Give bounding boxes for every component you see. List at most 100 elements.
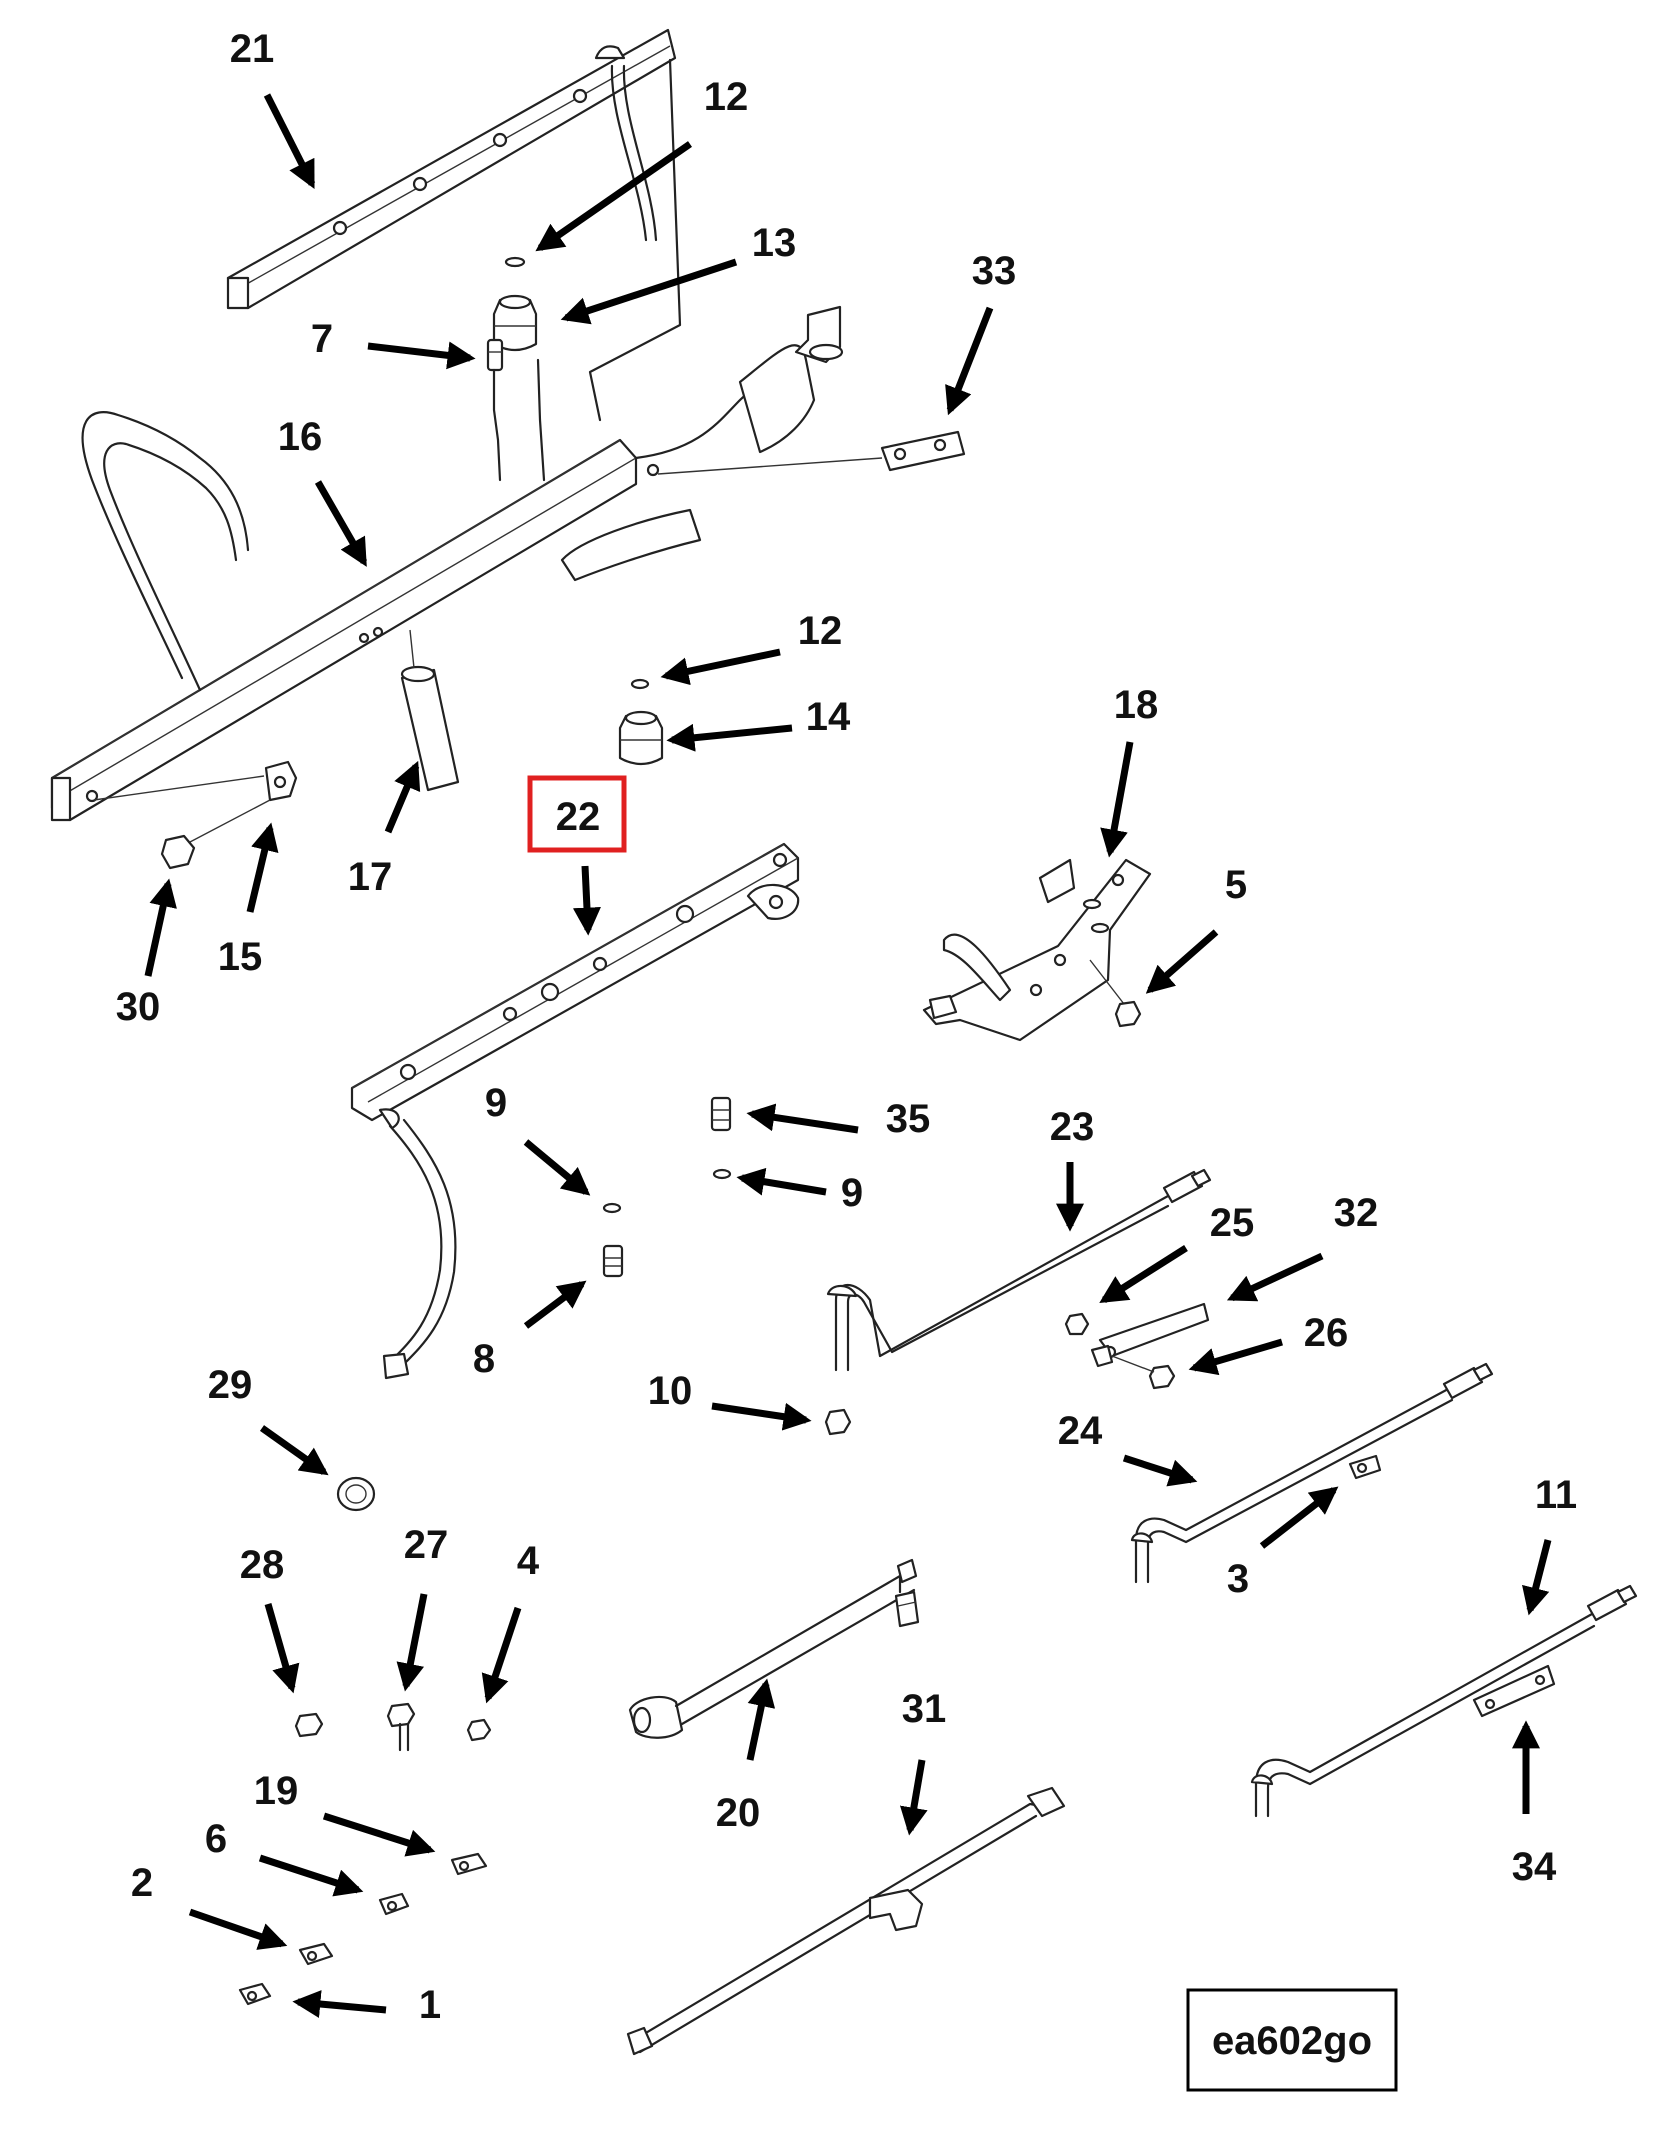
part-21-upper-fuel-rail [226,28,682,422]
arrow-11 [1522,1539,1552,1616]
callout-12-mid: 12 [798,609,843,653]
arrow-1 [292,1990,387,2018]
callout-31: 31 [902,1687,947,1731]
part-33-bracket [657,430,966,475]
arrow-25 [1099,1245,1188,1303]
part-35-fitting [710,1096,732,1132]
leader-arrows [144,93,1552,2018]
callout-13: 13 [752,221,797,265]
callout-30: 30 [116,985,161,1029]
callout-28: 28 [240,1543,285,1587]
arrow-9b [736,1167,827,1196]
callout-20: 20 [716,1791,761,1835]
part-14-lower-regulator [618,710,664,766]
arrow-27 [396,1593,428,1692]
callout-12-top: 12 [704,75,749,119]
part-9-o-ring-left [602,1202,622,1214]
part-28-bolt [294,1712,324,1738]
arrow-10 [711,1402,812,1431]
callout-15: 15 [218,935,263,979]
callout-27: 27 [404,1523,449,1567]
callout-16: 16 [278,415,323,459]
arrow-31 [899,1759,928,1836]
callout-32: 32 [1334,1191,1379,1235]
callout-3: 3 [1227,1557,1249,1601]
part-23-injector-line [826,1168,1212,1372]
part-12-upper-o-ring [504,256,526,268]
part-32-bracket [1090,1302,1210,1368]
arrow-17 [384,760,421,834]
callout-2: 2 [131,1861,153,1905]
arrow-5 [1145,929,1219,994]
callout-9-right: 9 [841,1171,863,1215]
arrow-3 [1259,1486,1339,1549]
callout-19: 19 [254,1769,299,1813]
callout-4: 4 [517,1539,540,1583]
arrow-24 [1122,1454,1198,1487]
arrow-4 [481,1606,522,1704]
part-12-lower-o-ring [630,678,650,690]
callout-33: 33 [972,249,1017,293]
callout-9-left: 9 [485,1081,507,1125]
callout-35: 35 [886,1097,931,1141]
arrow-30 [144,878,177,977]
part-6-clip [378,1892,410,1916]
part-27-screw [386,1702,416,1752]
arrow-19 [322,1812,436,1857]
part-24-injector-line [1130,1362,1494,1584]
part-11-injector-line [1250,1584,1638,1818]
callout-8: 8 [473,1337,495,1381]
part-3-clip [1348,1454,1382,1480]
part-31-wire-harness [626,1786,1066,2056]
arrow-28 [264,1603,300,1694]
callout-7: 7 [311,317,333,361]
part-4-nut [466,1718,492,1742]
arrow-33 [945,306,994,416]
callout-21: 21 [230,27,275,71]
arrow-21 [263,93,316,189]
part-30-nut [160,799,271,870]
part-19-clip [450,1852,488,1876]
part-9-o-ring-right [712,1168,732,1180]
part-29-grommet [336,1476,376,1512]
arrow-16 [314,480,368,567]
arrow-35 [746,1103,859,1134]
callout-22: 22 [556,795,601,839]
arrow-12a [535,141,692,252]
arrow-9a [523,1139,591,1196]
part-1-clip [238,1982,272,2006]
arrow-22 [572,865,601,936]
callout-24: 24 [1058,1409,1103,1453]
highlight-box-22 [527,775,627,853]
part-26-nut [1111,1355,1176,1390]
callout-5: 5 [1225,863,1247,907]
part-25-nut [1064,1312,1090,1336]
callout-18: 18 [1114,683,1159,727]
callout-17: 17 [348,855,393,899]
arrow-2 [188,1908,288,1950]
callout-14: 14 [806,695,851,739]
arrow-32 [1226,1252,1324,1302]
callout-1: 1 [419,1983,441,2027]
callout-25: 25 [1210,1201,1255,1245]
part-16-lower-manifold-bar [50,305,844,822]
part-10-nut [824,1408,852,1436]
part-17-tube [400,629,460,792]
part-15-clip [93,760,298,802]
callout-11: 11 [1535,1473,1577,1517]
part-5-nut [1114,1000,1142,1028]
part-34-bracket [1472,1664,1556,1718]
arrow-12b [660,648,781,686]
arrow-18 [1100,741,1134,858]
arrow-15 [246,822,279,913]
part-20-wire-harness [628,1558,920,1739]
arrow-26 [1188,1338,1283,1376]
figure-code-box: ea602go [1186,1988,1398,2092]
callout-10: 10 [648,1369,693,1413]
callout-34: 34 [1512,1845,1557,1889]
callout-29: 29 [208,1363,253,1407]
part-7-fitting [486,338,546,482]
arrow-7 [367,341,476,370]
part-8-fitting [602,1244,624,1278]
